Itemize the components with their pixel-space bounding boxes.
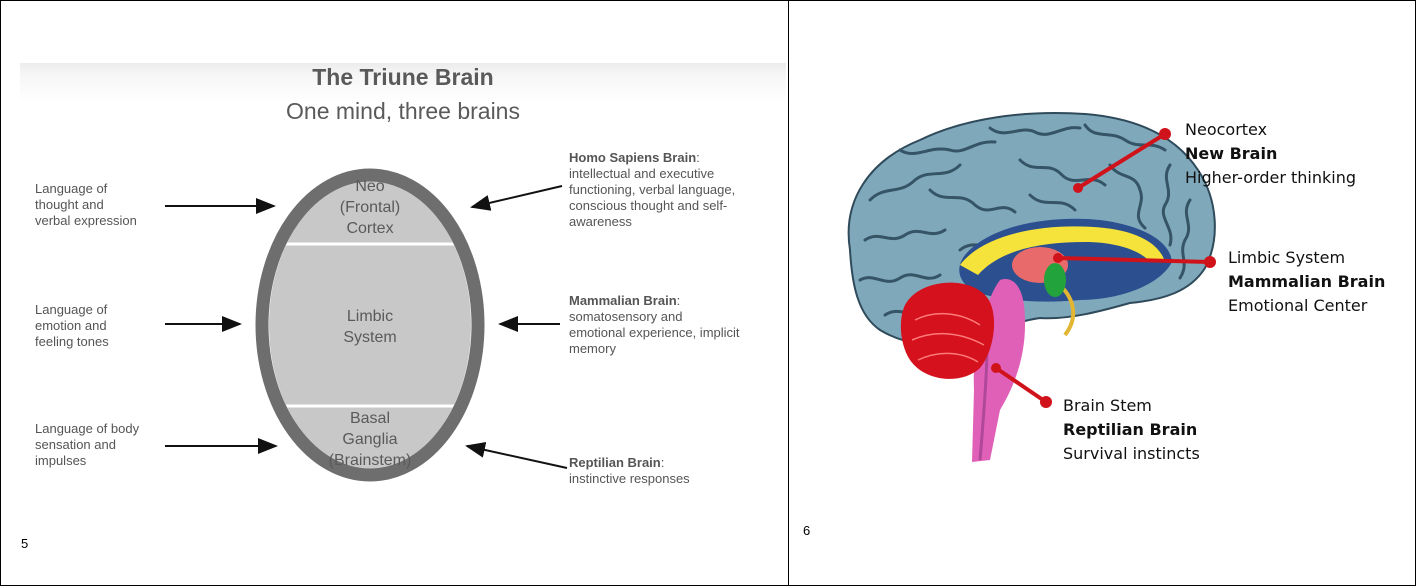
label-line: Brain Stem <box>1063 394 1200 418</box>
label-bold: Reptilian Brain <box>1063 420 1197 439</box>
label-brain-stem: Brain Stem Reptilian Brain Survival inst… <box>1063 394 1200 466</box>
label-neocortex: Neocortex New Brain Higher-order thinkin… <box>1185 118 1356 190</box>
label-bold-line: Mammalian Brain <box>1228 270 1385 294</box>
label-line: Survival instincts <box>1063 442 1200 466</box>
label-bold: New Brain <box>1185 144 1277 163</box>
label-line: Neocortex <box>1185 118 1356 142</box>
cerebellum <box>901 283 994 379</box>
amygdala <box>1044 263 1066 297</box>
label-line: Emotional Center <box>1228 294 1385 318</box>
label-bold-line: New Brain <box>1185 142 1356 166</box>
label-limbic: Limbic System Mammalian Brain Emotional … <box>1228 246 1385 318</box>
label-bold-line: Reptilian Brain <box>1063 418 1200 442</box>
label-line: Limbic System <box>1228 246 1385 270</box>
label-bold: Mammalian Brain <box>1228 272 1385 291</box>
panel-number-right: 6 <box>803 523 810 538</box>
label-line: Higher-order thinking <box>1185 166 1356 190</box>
